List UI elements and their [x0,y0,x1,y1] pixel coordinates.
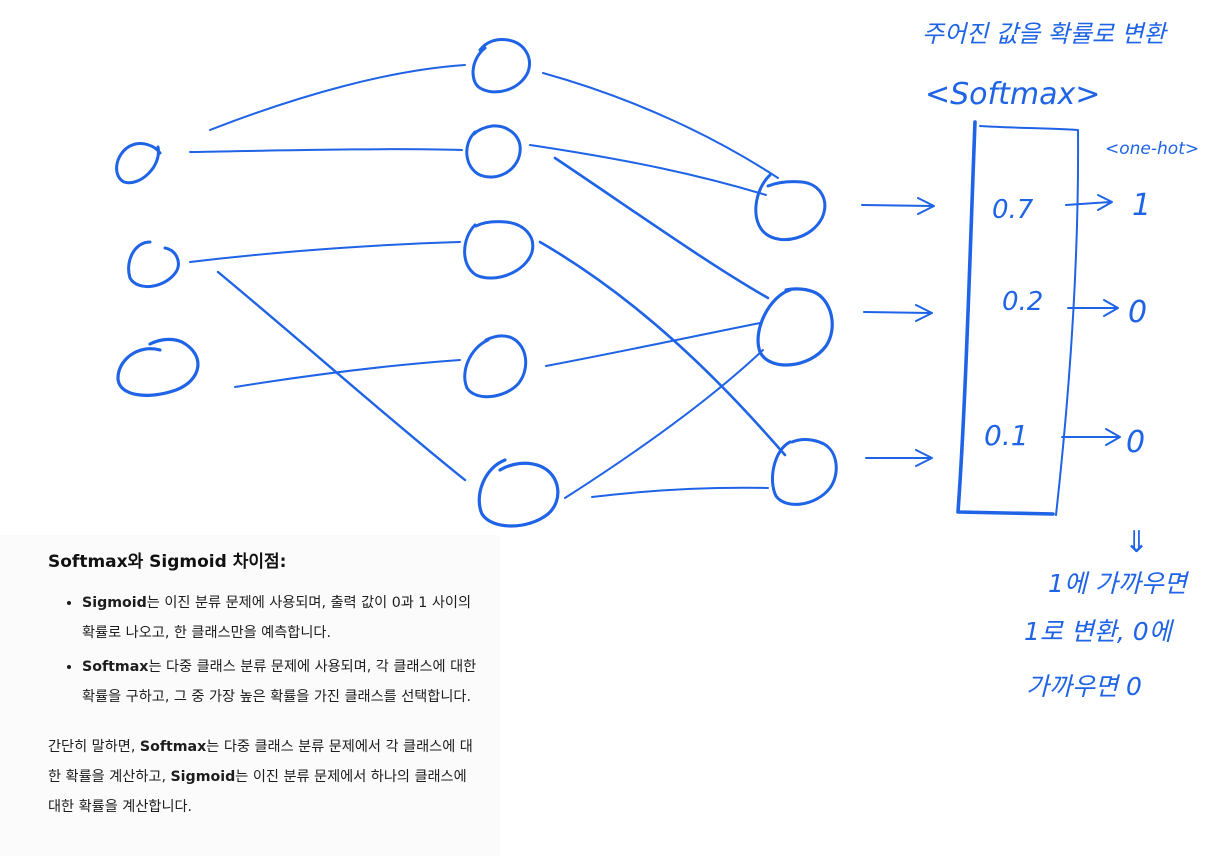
list-item: Sigmoid는 이진 분류 문제에 사용되며, 출력 값이 0과 1 사이의 … [82,588,478,648]
note-title: Softmax와 Sigmoid 차이점: [48,552,287,572]
summary-text: 는 다중 클래스 분류 문제에서 각 클래스에 대한 확률을 계산하고, [48,739,473,785]
down-arrow: ⇓ [1124,525,1149,560]
onehot-value: 0 [1128,295,1147,330]
edge [545,322,761,367]
edge [189,241,461,263]
probability-value: 0.7 [992,195,1034,225]
bottom-note-line: 1로 변환, 0에 [1024,617,1175,646]
hidden-node [471,38,531,94]
edge [591,486,769,498]
softmax-term: Softmax [82,659,149,675]
arrow [863,304,933,322]
summary-sigmoid-term: Sigmoid [170,769,236,785]
summary-softmax-term: Softmax [139,739,207,755]
hidden-node [477,458,560,528]
edge [234,359,461,388]
edge [189,148,463,153]
output-node [754,173,827,242]
arrow [865,449,933,467]
softmax-description: 는 다중 클래스 분류 문제에 사용되며, 각 클래스에 대한 확률을 구하고,… [82,659,477,705]
input-node [127,240,180,288]
hidden-node [465,124,522,179]
input-node [115,142,162,185]
edge [209,64,466,131]
probability-value: 0.2 [1002,287,1043,317]
output-node [771,438,838,506]
arrow [1067,299,1119,317]
bottom-note-line: 1에 가까우면 [1048,569,1190,598]
softmax-box [956,120,1055,516]
edge [216,270,467,482]
onehot-label: <one-hot> [1105,139,1199,159]
list-item: Softmax는 다중 클래스 분류 문제에 사용되며, 각 클래스에 대한 확… [82,652,478,712]
hidden-node [463,220,535,280]
onehot-value: 1 [1132,188,1151,223]
arrow [1065,194,1113,211]
output-node [756,287,834,367]
edge [553,156,770,300]
sigmoid-term: Sigmoid [82,595,147,611]
onehot-value: 0 [1126,425,1145,460]
arrow [1061,428,1121,446]
summary-paragraph: 간단히 말하면, Softmax는 다중 클래스 분류 문제에서 각 클래스에 … [48,732,478,822]
hidden-node [463,334,528,399]
edge [529,144,767,196]
bottom-note-line: 가까우면 0 [1026,672,1142,701]
summary-text: 는 이진 분류 문제에서 하나의 클래스에 대한 확률을 계산합니다. [48,769,467,815]
arrow [861,197,935,215]
edge [564,349,764,499]
title-annotation: 주어진 값을 확률로 변환 [922,20,1169,48]
probability-value: 0.1 [984,419,1029,452]
note-panel [0,535,500,856]
softmax-box [979,125,1080,516]
input-node [116,337,200,397]
edge [542,72,779,179]
sigmoid-description: 는 이진 분류 문제에 사용되며, 출력 값이 0과 1 사이의 확률로 나오고… [82,595,471,641]
comparison-note: Softmax와 Sigmoid 차이점: Sigmoid는 이진 분류 문제에… [48,548,478,822]
softmax-label: <Softmax> [925,77,1100,112]
edge [538,240,787,457]
comparison-list: Sigmoid는 이진 분류 문제에 사용되며, 출력 값이 0과 1 사이의 … [48,588,478,712]
summary-text: 간단히 말하면, [48,739,140,755]
